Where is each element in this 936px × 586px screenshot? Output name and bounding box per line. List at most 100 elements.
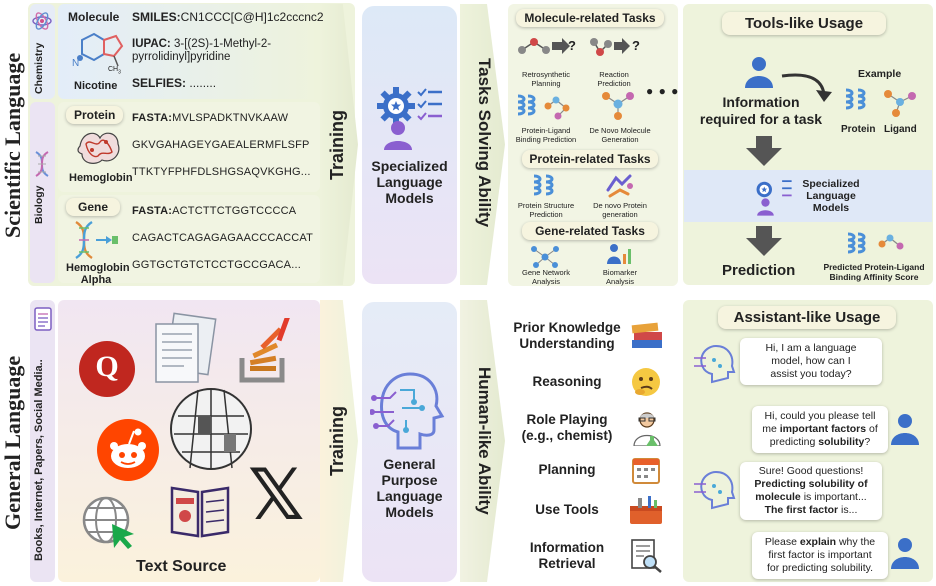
hemoglobin-label: Hemoglobin xyxy=(69,172,133,184)
selfies-key: SELFIES: xyxy=(132,76,187,90)
gnet-line-1: Gene Network xyxy=(522,268,570,277)
b2c-post: ? xyxy=(864,436,871,448)
denovo-mol-line-2: Generation xyxy=(601,135,639,144)
reaction-line-2: Prediction xyxy=(597,79,631,88)
tools-protein-label: Protein xyxy=(841,124,876,135)
slm-tool-icon xyxy=(756,180,792,216)
gene-helix-icon xyxy=(75,220,118,260)
chat-bubble-user-1: Hi, could you please tell me important f… xyxy=(752,406,888,453)
assistant-usage-title: Assistant-like Usage xyxy=(718,306,896,329)
chat-bubble-assistant-1: Hi, I am a language model, how can I ass… xyxy=(740,338,882,385)
b3-line-2: Predicting solubility of xyxy=(754,478,868,490)
chat-bubble-assistant-2: Sure! Good questions! Predicting solubil… xyxy=(740,462,882,520)
denovo-molecule-icon xyxy=(602,92,634,120)
protein-seq-2: GKVGAHAGEYGAEALERMFLSFP xyxy=(132,139,310,151)
retrosynthesis-icon xyxy=(518,38,570,54)
b1-line-3: assist you today? xyxy=(770,368,852,380)
protein-seq-1: MVLSPADKTNVKAAW xyxy=(172,112,289,124)
biomarker-line-2: Analysis xyxy=(606,277,634,286)
b2-bold: important factors xyxy=(779,423,867,435)
general-line-4: Models xyxy=(385,504,434,520)
x-logo: 𝕏 xyxy=(248,454,305,536)
specialized-line-2: Language xyxy=(376,174,443,190)
specialized-model-icon xyxy=(377,87,442,150)
toolbox-icon xyxy=(630,496,662,524)
general-strip xyxy=(30,300,55,582)
pgen-line-1: De novo Protein xyxy=(593,201,647,210)
gnet-line-2: Analysis xyxy=(532,277,560,286)
human-like-ability-label: Human-like Ability xyxy=(475,367,494,515)
smiles-line: SMILES:CN1CCC[C@H]1c2cccnc2 xyxy=(132,10,324,24)
protein-generation-icon xyxy=(606,174,633,198)
gene-seq-3: GGTGCTGTCTCCTGCCGACA... xyxy=(132,259,301,271)
b3-line-4: The first factor is... xyxy=(742,504,880,517)
b4a-post: why the xyxy=(836,536,876,548)
iupac-value-1: 3-[(2S)-1-Methyl-2- xyxy=(173,38,272,50)
down-arrow-icon-2 xyxy=(746,226,782,256)
ability-5-line-2: Retrieval xyxy=(538,556,596,571)
quora-letter: Q xyxy=(95,350,119,383)
pred-line-1: Predicted Protein-Ligand xyxy=(823,262,925,272)
info-line-1: Information xyxy=(722,94,800,110)
b2-pre: me xyxy=(762,423,780,435)
iupac-value-2: pyrrolidinyl]pyridine xyxy=(132,51,231,63)
b2c-pre: predicting xyxy=(769,436,819,448)
molecule-tasks-title: Molecule-related Tasks xyxy=(516,9,664,27)
training-label-bottom: Training xyxy=(327,406,347,477)
slm-tool-box xyxy=(684,170,932,222)
b4-line-1: Please explain why the xyxy=(754,536,886,549)
gene-name-1: Hemoglobin xyxy=(66,262,130,274)
general-model-card xyxy=(362,302,457,582)
ability-2-line-1: Role Playing xyxy=(526,412,608,427)
gene-name-2: Alpha xyxy=(80,274,112,286)
general-line-2: Purpose xyxy=(381,472,438,488)
stackoverflow-icon xyxy=(239,318,291,383)
prediction-label: Prediction xyxy=(722,262,796,279)
gene-seq-2: CAGACTCAGAGAGAACCCACCAT xyxy=(132,232,314,244)
smiles-value: CN1CCC[C@H]1c2cccnc2 xyxy=(180,10,324,24)
reaction-icon xyxy=(590,38,630,56)
user-icon-2 xyxy=(891,414,919,445)
general-language-title: General Language xyxy=(0,355,25,530)
down-arrow-icon-1 xyxy=(746,136,782,166)
denovo-mol-line-1: De Novo Molecule xyxy=(589,126,651,135)
gene-fasta-key: FASTA: xyxy=(132,205,173,217)
biomarker-line-1: Biomarker xyxy=(602,268,638,277)
books-icon xyxy=(631,322,662,348)
b3c-post: is important... xyxy=(800,491,867,503)
iupac-line: IUPAC: 3-[(2S)-1-Methyl-2-pyrrolidinyl]p… xyxy=(132,38,271,64)
protein-fasta-line-1: FASTA:MVLSPADKTNVKAAW xyxy=(132,112,288,124)
tools-ligand-label: Ligand xyxy=(884,124,917,135)
nicotine-label: Nicotine xyxy=(74,80,118,92)
wikipedia-icon xyxy=(170,388,252,470)
training-label-top: Training xyxy=(327,110,347,181)
plbind-line-1: Protein-Ligand xyxy=(521,126,571,135)
slm-tool-line-3: Models xyxy=(812,202,850,214)
smiles-key: SMILES: xyxy=(132,10,181,24)
b3c-bold: molecule xyxy=(755,491,801,503)
nicotine-structure-icon xyxy=(77,32,124,67)
retro-line-1: Retrosynthetic xyxy=(522,70,570,79)
ability-2-line-2: (e.g., chemist) xyxy=(521,428,613,443)
internet-globe-icon xyxy=(82,496,134,549)
b2-line-3: predicting solubility? xyxy=(754,436,886,449)
chat-bubble-user-2: Please explain why the first factor is i… xyxy=(752,532,888,579)
biology-strip xyxy=(30,102,55,283)
b4a-pre: Please xyxy=(764,536,800,548)
reaction-line-1: Reaction xyxy=(599,70,629,79)
dna-icon xyxy=(35,151,49,177)
molecule-row xyxy=(58,4,320,99)
plbind-line-2: Binding Prediction xyxy=(515,135,577,144)
ability-use-tools: Use Tools xyxy=(535,502,599,517)
selfies-value: ........ xyxy=(189,76,217,90)
document-icon xyxy=(34,307,52,331)
b2c-bold: solubility xyxy=(818,436,865,448)
